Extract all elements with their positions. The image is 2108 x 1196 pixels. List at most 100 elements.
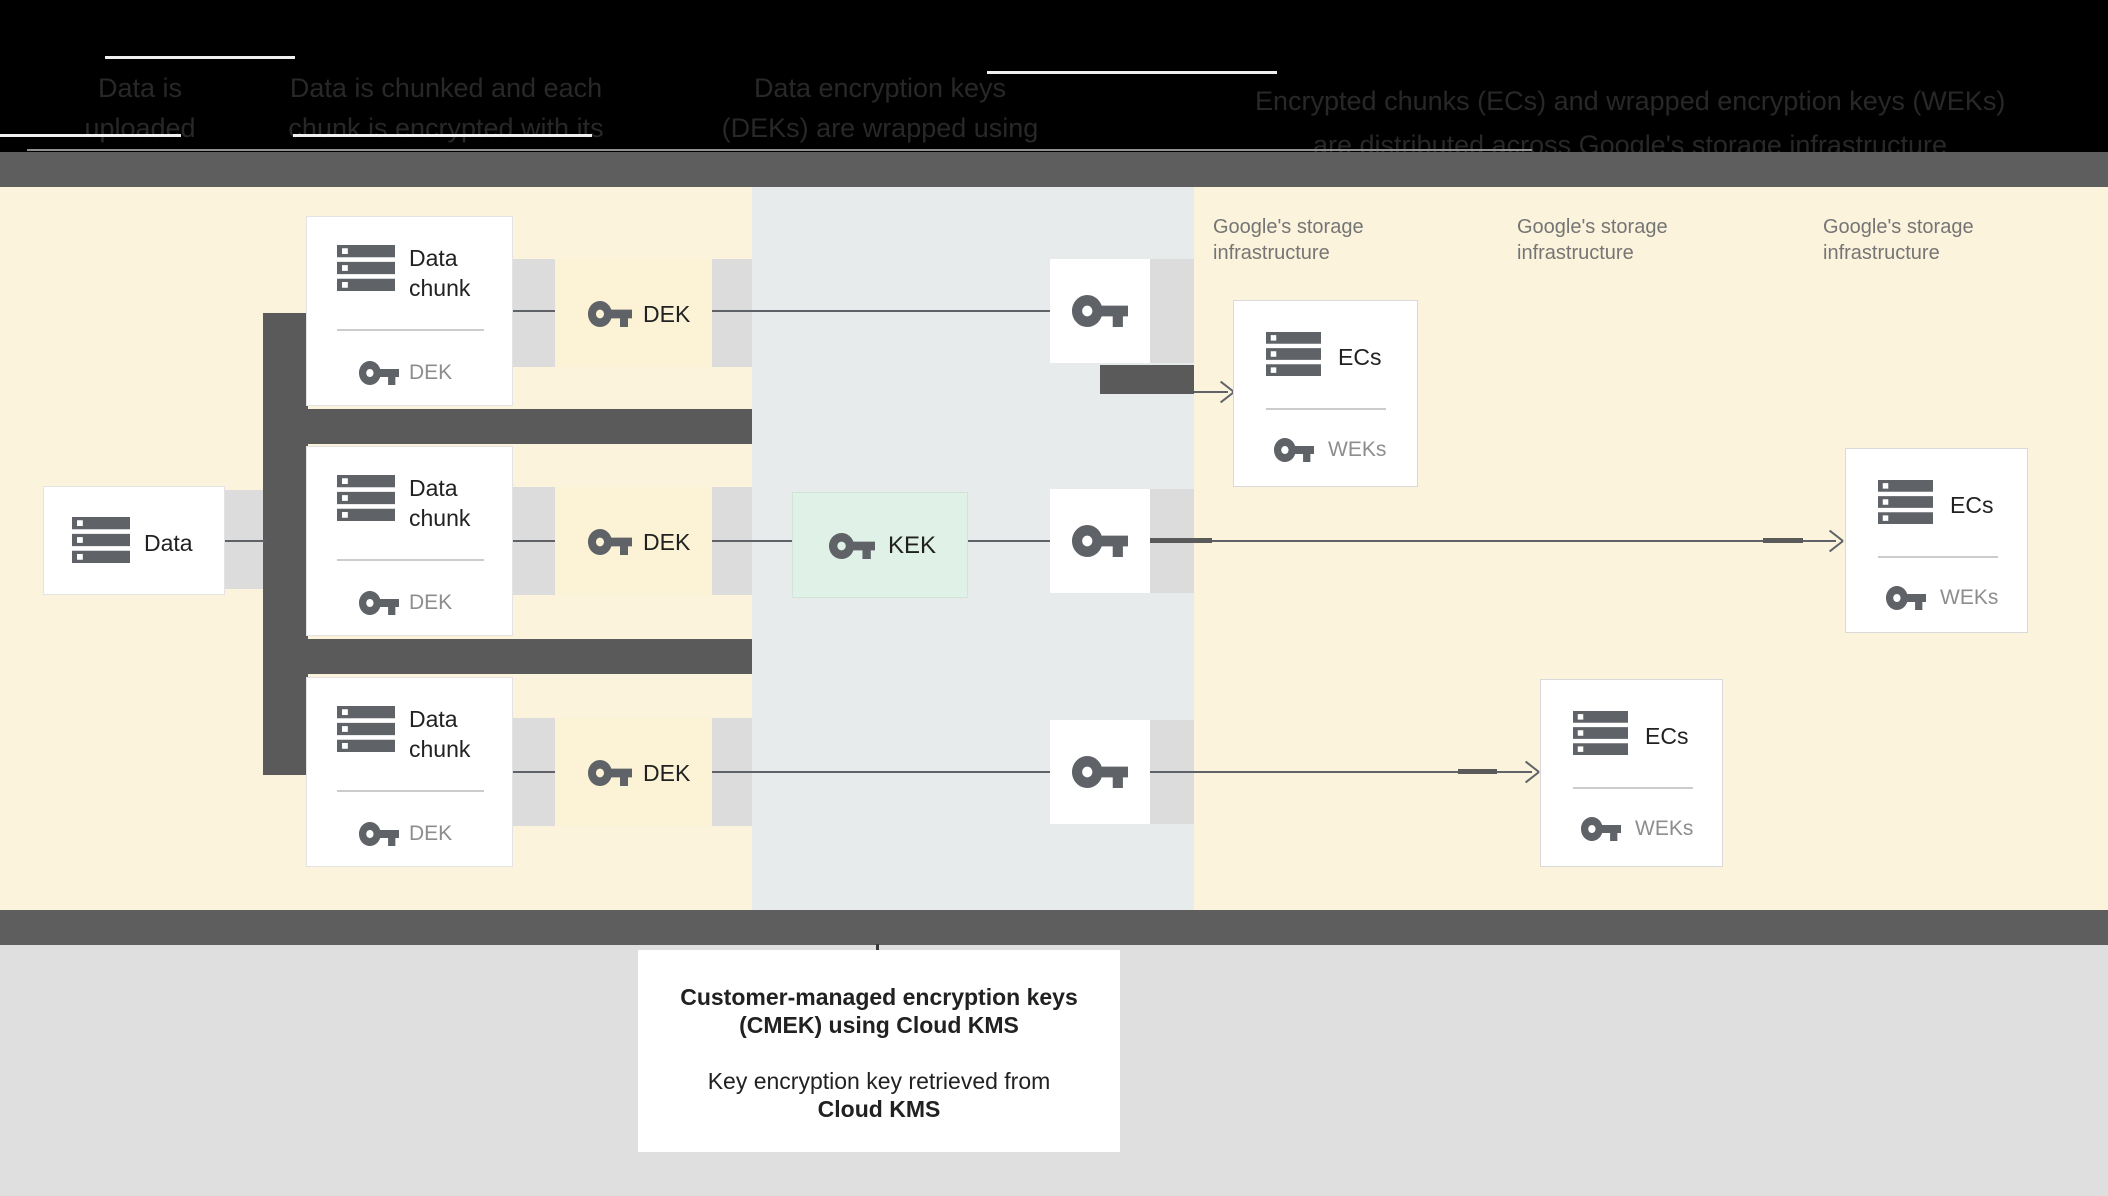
arrowhead-to-ecs3: [1825, 532, 1843, 550]
ecs-title: ECs: [1645, 723, 1689, 749]
chunk-title-line1: Data: [409, 475, 458, 501]
weks-label: WEKs: [1635, 817, 1694, 840]
storage-label-line1: Google's storage: [1517, 216, 1668, 238]
connector: [513, 310, 555, 312]
weks-label: WEKs: [1328, 438, 1387, 461]
caption-body: Key encryption key retrieved from Cloud …: [638, 1067, 1120, 1123]
wrapped-key-box-2: [1050, 489, 1150, 593]
arrowhead-to-ecs1: [1216, 383, 1234, 401]
wrapped-key-box-3: [1050, 720, 1150, 824]
database-icon: [1573, 711, 1628, 755]
header-rule: [105, 56, 295, 59]
caption-title: Customer-managed encryption keys (CMEK) …: [638, 983, 1120, 1039]
header-band: Data is uploaded to Google Data is chunk…: [0, 0, 2108, 183]
connector: [513, 540, 555, 542]
chunk-title-line2: chunk: [409, 505, 471, 531]
connector: [712, 310, 1050, 312]
storage-label-line2: infrastructure: [1517, 242, 1634, 264]
connector-thick: [1763, 538, 1803, 543]
connector: [712, 540, 792, 542]
kek-label: KEK: [888, 532, 937, 559]
header-text: Data is: [97, 73, 183, 103]
connector: [712, 771, 1050, 773]
database-icon: [1266, 332, 1321, 376]
divider: [1573, 787, 1693, 789]
header-rule: [987, 71, 1277, 74]
header-step-4: Encrypted chunks (ECs) and wrapped encry…: [1255, 79, 2005, 167]
database-icon: [1878, 480, 1933, 524]
database-icon: [72, 517, 130, 563]
top-section-bar: [0, 152, 2108, 187]
weks-label: WEKs: [1940, 586, 1999, 609]
dek-label: DEK: [643, 529, 691, 555]
storage-label-line1: Google's storage: [1823, 216, 1974, 238]
header-text: Data is chunked and each: [289, 73, 603, 103]
caption-title-line2: (CMEK) using Cloud KMS: [739, 1012, 1019, 1038]
header-rule: [27, 149, 1532, 151]
data-box: Data: [43, 486, 225, 595]
key-icon: [359, 591, 399, 615]
arrowhead-to-ecs2: [1521, 763, 1539, 781]
header-text: Data encryption keys: [753, 73, 1007, 103]
pipe-row1-row2: [263, 409, 752, 444]
key-icon: [829, 533, 875, 559]
connector: [1150, 540, 1836, 542]
header-rule: [293, 134, 592, 137]
pipe-wrapped-key-out: [1100, 365, 1194, 394]
caption-body-line1: Key encryption key retrieved from: [707, 1068, 1051, 1094]
key-icon: [1072, 295, 1128, 327]
connector-thick: [1458, 769, 1497, 774]
key-icon: [1274, 438, 1314, 462]
data-chunk-box-2: Data chunk DEK: [306, 446, 513, 636]
key-icon: [588, 760, 632, 786]
key-icon: [1072, 756, 1128, 788]
caption-title-line1: Customer-managed encryption keys: [680, 984, 1078, 1010]
divider: [1266, 408, 1386, 410]
ecs-box-1: ECs WEKs: [1233, 300, 1418, 487]
kek-box: KEK: [792, 492, 968, 598]
connector: [225, 540, 265, 542]
dek-box-3: DEK: [555, 718, 712, 826]
database-icon: [337, 245, 395, 291]
dek-box-1: DEK: [555, 259, 712, 367]
chunk-title: Data chunk: [409, 473, 470, 533]
wrapped-key-box-1: [1050, 259, 1150, 363]
pipe-vertical: [263, 313, 308, 775]
ecs-box-3: ECs WEKs: [1845, 448, 2028, 633]
chunk-dek-label: DEK: [409, 361, 453, 384]
connector: [513, 771, 555, 773]
dek-label: DEK: [643, 760, 691, 786]
header-text: chunk is encrypted with its: [288, 113, 604, 143]
key-icon: [588, 301, 632, 327]
key-icon: [359, 361, 399, 385]
ecs-box-2: ECs WEKs: [1540, 679, 1723, 867]
header-rule: [0, 134, 181, 137]
chunk-title-line2: chunk: [409, 736, 471, 762]
chunk-title-line2: chunk: [409, 275, 471, 301]
database-icon: [337, 475, 395, 521]
storage-infrastructure-label-1: Google's storage infrastructure: [1213, 214, 1364, 266]
storage-label-line2: infrastructure: [1213, 242, 1330, 264]
divider: [337, 329, 484, 331]
divider: [337, 790, 484, 792]
ecs-title: ECs: [1338, 344, 1382, 370]
divider: [1878, 556, 1998, 558]
storage-label-line1: Google's storage: [1213, 216, 1364, 238]
key-icon: [1581, 817, 1621, 841]
header-text: uploaded: [84, 113, 196, 143]
connector-thick: [1150, 538, 1212, 543]
dek-box-2: DEK: [555, 487, 712, 595]
ecs-title: ECs: [1950, 492, 1994, 518]
band-key-row1: [1148, 259, 1194, 363]
connector: [968, 540, 1050, 542]
storage-infrastructure-label-2: Google's storage infrastructure: [1517, 214, 1668, 266]
caption-body-line2: Cloud KMS: [817, 1096, 941, 1122]
divider: [337, 559, 484, 561]
connector: [1146, 771, 1532, 773]
storage-infrastructure-label-3: Google's storage infrastructure: [1823, 214, 1974, 266]
chunk-dek-label: DEK: [409, 591, 453, 614]
chunk-dek-label: DEK: [409, 822, 453, 845]
